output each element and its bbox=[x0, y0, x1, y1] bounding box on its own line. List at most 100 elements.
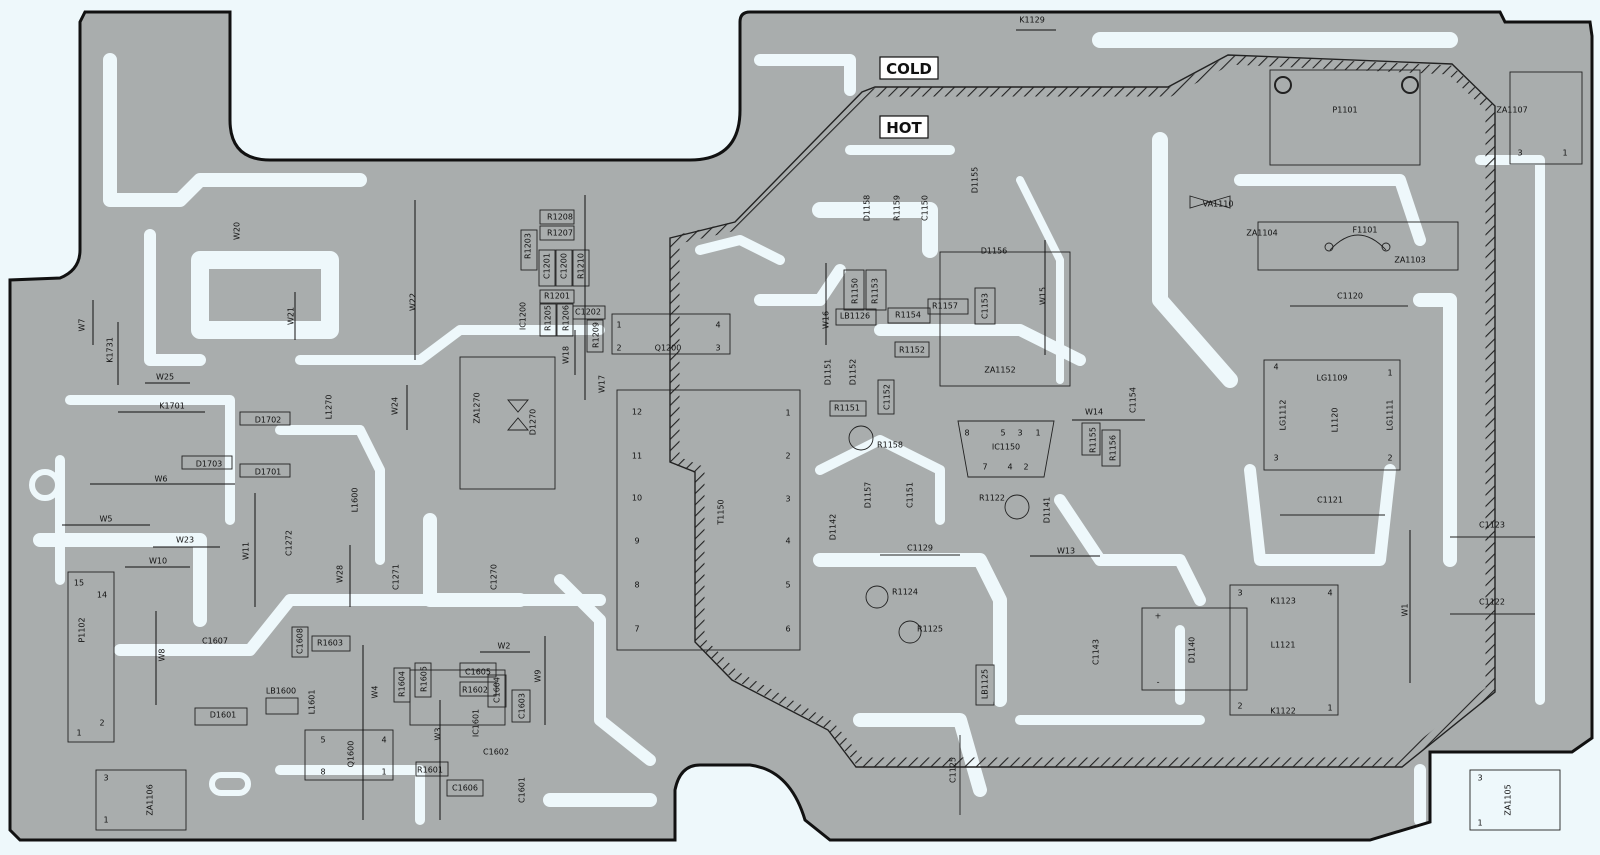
component-label: D1270 bbox=[529, 409, 538, 436]
component-label: R1156 bbox=[1109, 435, 1118, 461]
component-label: C1123 bbox=[1479, 521, 1505, 530]
component-label: R1603 bbox=[317, 639, 343, 648]
component-label: R1209 bbox=[592, 322, 601, 348]
component-label: ZA1106 bbox=[146, 784, 155, 815]
component-label: 3 bbox=[1273, 454, 1278, 463]
isolation-barrier bbox=[670, 55, 1495, 767]
component-label: R1158 bbox=[877, 441, 903, 450]
component-label: 7 bbox=[982, 463, 987, 472]
component-label: C1602 bbox=[483, 748, 509, 757]
component-label: D1142 bbox=[829, 514, 838, 541]
board-outline bbox=[8, 10, 1594, 842]
component-label: 2 bbox=[1237, 702, 1242, 711]
component-label: W11 bbox=[242, 542, 251, 560]
component-label: 10 bbox=[632, 494, 642, 503]
component-label: C1143 bbox=[1092, 639, 1101, 665]
component-label: 14 bbox=[97, 591, 107, 600]
component-label: D1703 bbox=[196, 460, 223, 469]
component-label: ZA1107 bbox=[1496, 106, 1527, 115]
component-label: C1122 bbox=[1479, 598, 1505, 607]
component-label: 2 bbox=[1387, 454, 1392, 463]
component-label: LB1125 bbox=[981, 669, 990, 699]
component-label: D1152 bbox=[849, 359, 858, 386]
component-label: 2 bbox=[99, 719, 104, 728]
component-label: 4 bbox=[381, 736, 386, 745]
component-label: R1601 bbox=[417, 766, 443, 775]
component-label: LG1109 bbox=[1316, 374, 1347, 383]
component-label: W22 bbox=[409, 293, 418, 311]
component-label: 5 bbox=[320, 736, 325, 745]
svg-text:COLD: COLD bbox=[886, 60, 932, 78]
component-label: R1602 bbox=[462, 686, 488, 695]
component-label: W23 bbox=[176, 536, 194, 545]
component-label: 1 bbox=[1562, 149, 1567, 158]
component-label: W21 bbox=[287, 307, 296, 325]
component-label: F1101 bbox=[1353, 226, 1378, 235]
component-label: 7 bbox=[634, 625, 639, 634]
component-label: C1606 bbox=[452, 784, 478, 793]
component-label: 8 bbox=[964, 429, 969, 438]
component-label: P1102 bbox=[78, 617, 87, 642]
component-label: LB1600 bbox=[266, 687, 296, 696]
component-label: D1156 bbox=[981, 247, 1008, 256]
component-label: 6 bbox=[785, 625, 790, 634]
component-label: 3 bbox=[1477, 774, 1482, 783]
component-label: K1129 bbox=[1019, 16, 1045, 25]
svg-text:HOT: HOT bbox=[886, 119, 922, 137]
component-label: W3 bbox=[434, 728, 443, 741]
component-label: R1150 bbox=[851, 278, 860, 304]
component-label: R1122 bbox=[979, 494, 1005, 503]
component-label: 8 bbox=[634, 581, 639, 590]
component-label: D1155 bbox=[971, 167, 980, 194]
dimension-arrows bbox=[62, 29, 1411, 820]
component-label: 1 bbox=[616, 321, 621, 330]
component-label: 4 bbox=[1007, 463, 1012, 472]
component-label: R1206 bbox=[562, 305, 571, 331]
component-label: - bbox=[1157, 678, 1160, 687]
component-label: ZA1270 bbox=[473, 392, 482, 423]
component-label: D1157 bbox=[864, 482, 873, 509]
component-label: + bbox=[1155, 612, 1162, 621]
component-label: C1150 bbox=[921, 195, 930, 221]
component-label: LG1111 bbox=[1386, 399, 1395, 430]
component-label: 15 bbox=[74, 579, 84, 588]
component-label: W1 bbox=[1401, 604, 1410, 617]
component-label: 2 bbox=[616, 344, 621, 353]
component-label: R1201 bbox=[544, 292, 570, 301]
component-label: W13 bbox=[1057, 547, 1075, 556]
component-label: R1125 bbox=[917, 625, 943, 634]
component-label: W5 bbox=[100, 515, 113, 524]
component-label: 5 bbox=[1000, 429, 1005, 438]
component-label: R1153 bbox=[871, 278, 880, 304]
component-label: 4 bbox=[1327, 589, 1332, 598]
component-label: K1731 bbox=[106, 337, 115, 363]
isolation-edge bbox=[669, 54, 1496, 768]
component-label: 3 bbox=[1017, 429, 1022, 438]
component-label: L1121 bbox=[1271, 641, 1296, 650]
component-label: C1601 bbox=[518, 777, 527, 803]
component-label: VA1110 bbox=[1203, 200, 1234, 209]
component-label: W2 bbox=[498, 642, 511, 651]
component-label: 1 bbox=[76, 729, 81, 738]
component-label: D1701 bbox=[255, 468, 282, 477]
component-label: L1601 bbox=[308, 690, 317, 715]
component-label: 11 bbox=[632, 452, 642, 461]
component-label: W25 bbox=[156, 373, 174, 382]
component-label: C1154 bbox=[1129, 387, 1138, 413]
component-label: 1 bbox=[1327, 704, 1332, 713]
component-label: R1605 bbox=[420, 666, 429, 692]
component-label: Q1200 bbox=[655, 344, 682, 353]
component-label: W6 bbox=[155, 475, 168, 484]
component-label: P1101 bbox=[1332, 106, 1357, 115]
component-label: C1604 bbox=[493, 677, 502, 703]
component-label: C1272 bbox=[285, 530, 294, 556]
component-label: L1120 bbox=[1331, 408, 1340, 433]
component-label: 1 bbox=[103, 816, 108, 825]
component-label: 8 bbox=[320, 768, 325, 777]
component-label: LG1112 bbox=[1279, 399, 1288, 430]
component-label: R1155 bbox=[1089, 427, 1098, 453]
zone-label-cold: COLD bbox=[879, 56, 939, 80]
component-label: IC1200 bbox=[519, 302, 528, 330]
component-label: ZA1152 bbox=[984, 366, 1015, 375]
